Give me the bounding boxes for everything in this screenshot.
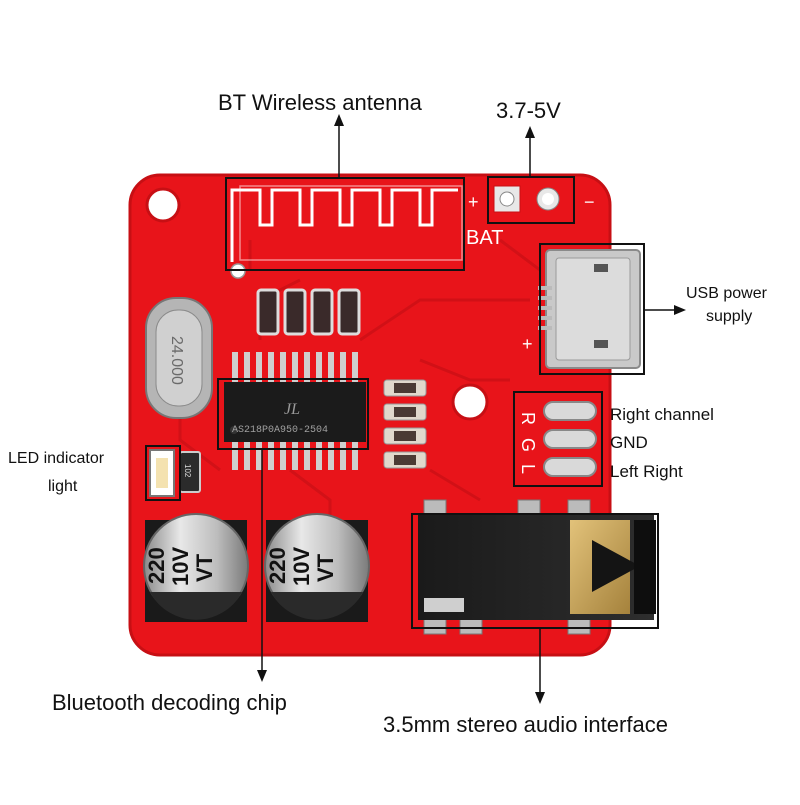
antenna-trace xyxy=(230,185,463,262)
label-led-line1: LED indicator xyxy=(8,450,105,467)
label-audio: 3.5mm stereo audio interface xyxy=(383,712,668,737)
silk-g: G xyxy=(518,438,538,452)
cap2-value: 220 xyxy=(265,547,290,584)
mounting-hole xyxy=(145,187,181,223)
audio-jack xyxy=(418,499,656,635)
leader-lines xyxy=(257,114,686,704)
cap1-voltage: 10V xyxy=(168,547,193,586)
battery-frame xyxy=(487,176,575,224)
usb-connector xyxy=(538,249,641,369)
label-left-right: Left Right xyxy=(610,462,683,481)
usb-frame xyxy=(539,243,645,375)
label-right-channel: Right channel xyxy=(610,405,714,424)
silk-usb-plus: + xyxy=(522,334,533,354)
cap1-series: VT xyxy=(192,553,217,582)
capacitor-2 xyxy=(264,513,370,622)
cap1-value: 220 xyxy=(144,547,169,584)
label-usb-line2: supply xyxy=(706,308,753,325)
led-component xyxy=(149,449,201,497)
label-usb-line1: USB power xyxy=(686,285,767,302)
antenna-frame xyxy=(225,177,465,271)
silk-bat: BAT xyxy=(466,227,503,249)
label-gnd: GND xyxy=(610,433,648,452)
chip-marking: AS218P0A950-2504 xyxy=(232,425,328,436)
label-antenna: BT Wireless antenna xyxy=(218,90,422,115)
battery-pads xyxy=(493,185,560,213)
label-led-line2: light xyxy=(48,478,78,495)
smd-resistors xyxy=(256,288,361,336)
smd-capacitors xyxy=(383,379,427,469)
crystal-oscillator xyxy=(145,297,213,419)
silk-l: L xyxy=(518,464,538,474)
cap2-series: VT xyxy=(313,553,338,582)
silk-plus: + xyxy=(468,192,479,212)
chip-logo: JL xyxy=(284,401,300,418)
silk-r: R xyxy=(518,412,538,425)
label-voltage: 3.7-5V xyxy=(496,98,561,123)
chip-frame xyxy=(217,378,369,450)
channel-frame xyxy=(513,391,603,487)
crystal-marking: 24.000 xyxy=(168,336,185,385)
decoder-chip xyxy=(224,352,366,470)
channel-pads xyxy=(543,401,597,477)
mounting-hole xyxy=(451,383,489,421)
silk-minus: − xyxy=(584,192,595,212)
label-chip: Bluetooth decoding chip xyxy=(52,690,287,715)
jack-frame xyxy=(411,513,659,629)
led-resistor-code: 102 xyxy=(183,464,192,478)
cap2-voltage: 10V xyxy=(289,547,314,586)
callout-frames xyxy=(145,176,659,629)
led-frame xyxy=(145,445,181,501)
capacitor-1 xyxy=(143,513,249,622)
